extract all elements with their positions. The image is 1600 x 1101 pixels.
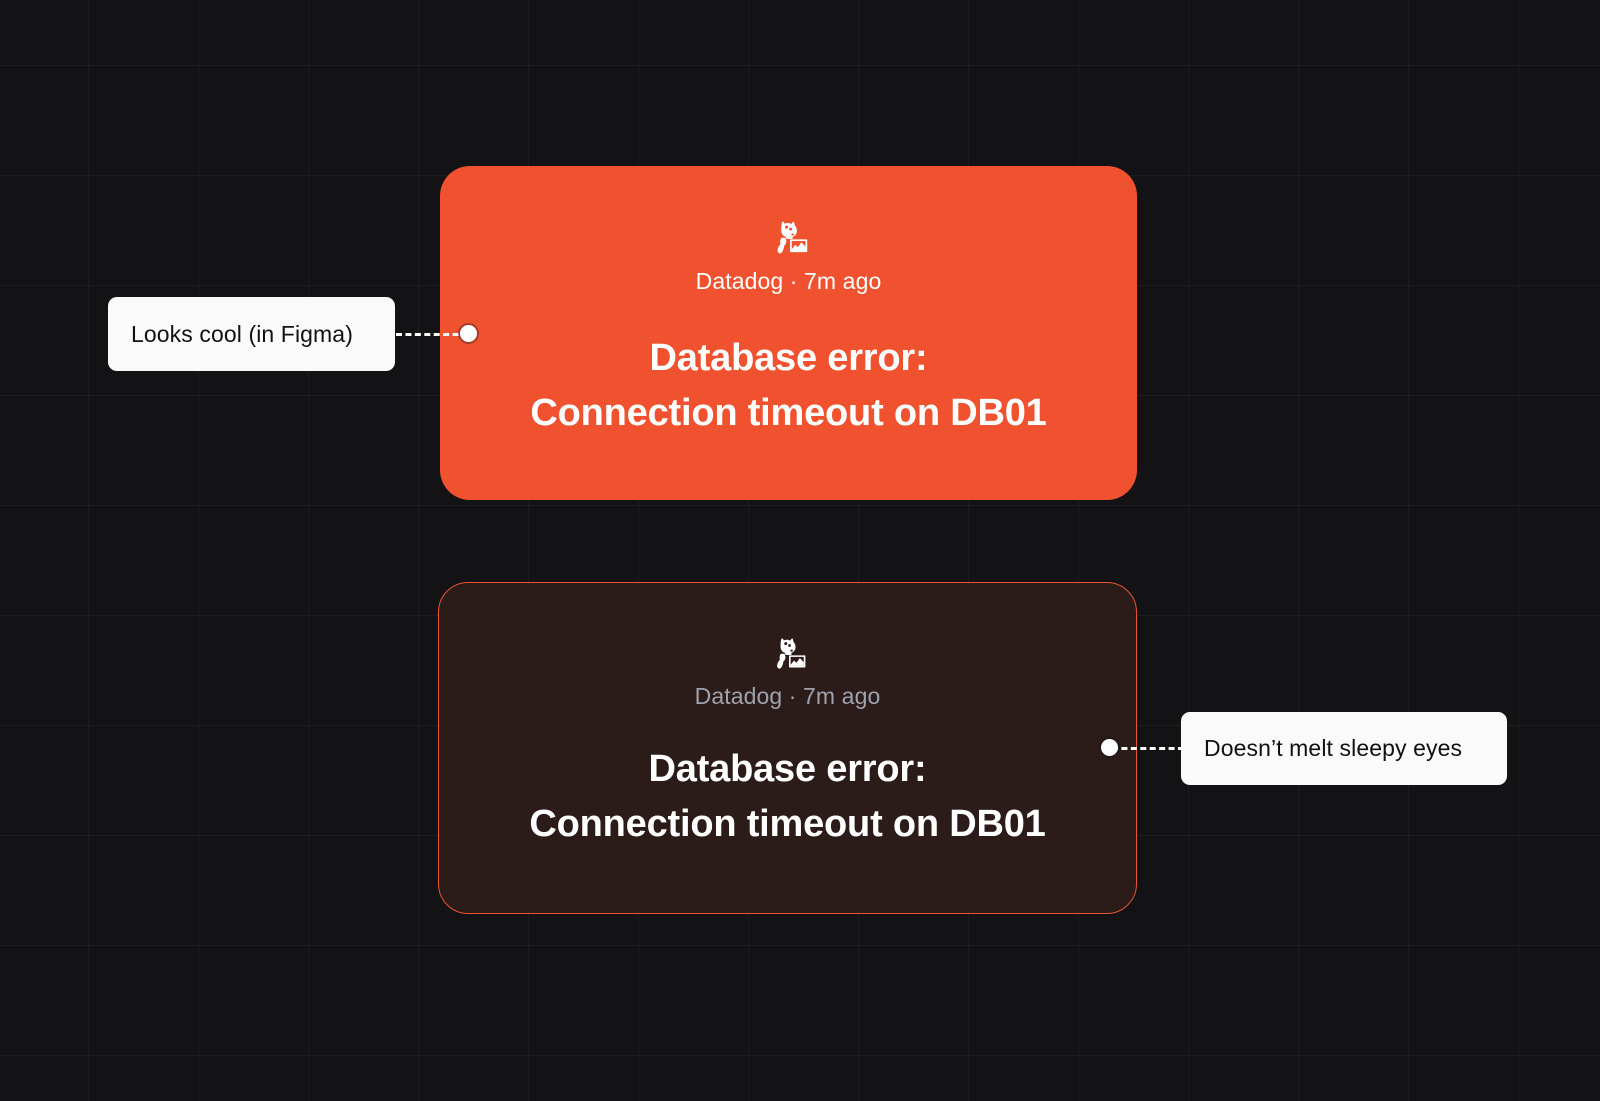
annotation-anchor-dot-left[interactable] xyxy=(460,325,477,342)
card-meta-source-time: Datadog · 7m ago xyxy=(694,683,881,709)
datadog-bits-dog-icon xyxy=(767,216,811,260)
datadog-bits-dog-icon xyxy=(767,633,809,675)
card-title: Database error: Connection timeout on DB… xyxy=(529,748,1046,846)
annotation-label-right[interactable]: Doesn’t melt sleepy eyes xyxy=(1181,712,1507,785)
annotation-connector-line-left xyxy=(396,333,468,336)
card-title: Database error: Connection timeout on DB… xyxy=(530,337,1047,435)
annotation-connector-line-right xyxy=(1112,747,1184,750)
card-meta-source-time: Datadog · 7m ago xyxy=(695,268,882,294)
annotation-label-left[interactable]: Looks cool (in Figma) xyxy=(108,297,395,371)
notification-card-dark[interactable]: Datadog · 7m ago Database error: Connect… xyxy=(438,582,1137,914)
annotation-anchor-dot-right[interactable] xyxy=(1101,739,1118,756)
notification-card-light[interactable]: Datadog · 7m ago Database error: Connect… xyxy=(440,166,1137,500)
